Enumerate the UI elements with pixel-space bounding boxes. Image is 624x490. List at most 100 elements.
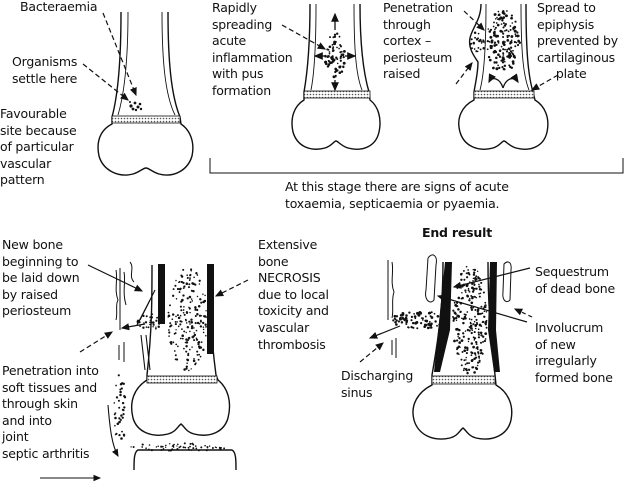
stipple-dot	[188, 295, 192, 299]
stipple-dot	[157, 445, 159, 447]
stipple-dot	[456, 352, 459, 355]
stipple-dot	[411, 321, 415, 325]
stipple-dot	[503, 24, 507, 27]
stipple-dot	[453, 339, 456, 343]
stipple-dot	[188, 279, 191, 281]
arrow-involucrum-right	[513, 308, 533, 318]
growth-plate-4	[146, 375, 218, 384]
stage-bracket	[209, 158, 624, 174]
stipple-dot	[484, 333, 487, 335]
stipple-dot	[169, 304, 171, 307]
stipple-dot	[477, 32, 480, 35]
stipple-dot	[480, 288, 483, 291]
stipple-dot	[188, 307, 191, 310]
stipple-dot	[200, 341, 203, 344]
label-rapidly-spreading: Rapidly spreading acute inflammation wit…	[212, 0, 293, 98]
stipple-dot	[193, 332, 195, 334]
stipple-dot	[172, 295, 174, 297]
stipple-dot	[501, 66, 504, 69]
stipple-dot	[175, 343, 178, 346]
stipple-dot	[464, 289, 467, 292]
stipple-dot	[457, 332, 460, 336]
stipple-dot	[328, 45, 332, 49]
growth-plate-5	[431, 375, 496, 385]
stipple-dot	[512, 26, 515, 30]
stipple-dot	[465, 291, 467, 294]
stipple-dot	[456, 339, 459, 342]
stipple-dot	[190, 368, 192, 370]
stipple-dot	[342, 55, 345, 59]
stipple-dot	[413, 315, 417, 318]
stipple-dot	[179, 337, 182, 340]
stipple-dot	[476, 270, 479, 273]
stipple-dot	[341, 50, 343, 53]
stipple-dot	[467, 337, 470, 341]
stipple-dot	[195, 338, 199, 341]
stipple-dot	[470, 359, 474, 363]
stipple-dot	[477, 328, 480, 331]
stipple-dot	[414, 317, 417, 320]
stipple-dot	[478, 359, 481, 362]
stipple-dot	[472, 336, 475, 339]
stipple-dot	[490, 39, 494, 43]
stipple-dot	[191, 282, 194, 285]
stipple-dot	[460, 339, 464, 342]
spread-arrows-2	[313, 12, 357, 92]
stipple-dot	[185, 311, 188, 313]
stipple-dot	[420, 317, 423, 319]
stipple-dot	[477, 276, 480, 280]
growth-plate-3	[473, 90, 535, 99]
stipple-dot	[480, 334, 483, 337]
stipple-dot	[453, 311, 457, 315]
stipple-dot	[200, 319, 202, 322]
stipple-dot	[183, 347, 185, 350]
stipple-dot	[475, 347, 478, 349]
stipple-dot	[509, 46, 513, 49]
stipple-dot	[465, 284, 469, 287]
stipple-dot	[139, 325, 141, 328]
soft-tissue-5	[387, 254, 512, 358]
stipple-dot	[486, 48, 489, 51]
stipple-dot	[180, 274, 183, 277]
stipple-dot	[467, 340, 470, 343]
stipple-dot	[475, 50, 478, 53]
stipple-dot	[400, 321, 404, 324]
label-bacteraemia: Bacteraemia	[20, 0, 98, 14]
stipple-dot	[338, 71, 342, 74]
stipple-dot	[477, 46, 480, 49]
stipple-dot	[455, 319, 458, 322]
stipple-dot	[477, 351, 480, 354]
stipple-dot	[149, 319, 152, 322]
stipple-dot	[483, 339, 487, 343]
stipple-dot	[193, 339, 196, 342]
stipple-dot	[459, 310, 462, 313]
stipple-dot	[151, 313, 154, 316]
stipple-dot	[485, 311, 488, 313]
stipple-dot	[185, 341, 189, 344]
stipple-dot	[472, 268, 475, 271]
stipple-dot	[196, 321, 200, 325]
stipple-dot	[190, 268, 193, 271]
arrow-sinus-out	[368, 325, 401, 339]
stipple-dot	[467, 271, 470, 275]
stipple-dot	[168, 335, 170, 337]
stipple-dot	[183, 285, 186, 288]
stipple-dot	[479, 348, 483, 352]
stipple-dot	[506, 39, 510, 42]
stipple-dot	[324, 62, 328, 66]
stipple-dot	[401, 317, 405, 321]
stipple-dot	[471, 329, 474, 332]
arrow-joint	[107, 404, 119, 457]
stipple-dot	[475, 341, 478, 344]
stipple-dot	[181, 298, 184, 302]
stipple-dot	[470, 351, 473, 354]
stipple-dot	[468, 299, 471, 302]
stipple-dot	[515, 41, 518, 44]
stipple-dot	[457, 345, 461, 348]
stipple-dot	[202, 348, 205, 352]
stipple-dot	[477, 352, 480, 355]
stipple-dot	[506, 10, 508, 12]
stipple-dot	[185, 322, 188, 324]
stipple-dot	[474, 315, 476, 318]
stipple-dot	[466, 371, 469, 375]
